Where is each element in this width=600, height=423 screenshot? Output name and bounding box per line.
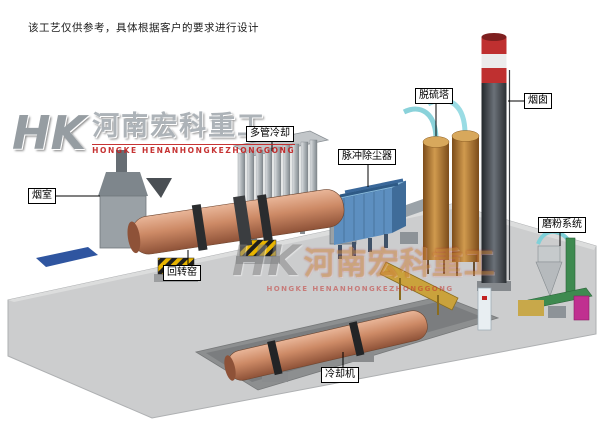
label-multi-tube-cooler: 多管冷却: [246, 126, 294, 142]
cooling-machine-shape: [224, 310, 428, 381]
label-cooling-machine: 冷却机: [321, 367, 359, 383]
disclaimer-text: 该工艺仅供参考，具体根据客户的要求进行设计: [28, 22, 259, 34]
cooling-machine-piers: [262, 352, 374, 382]
label-smoke-chamber: 烟室: [28, 188, 56, 204]
elevator-column-shape: [477, 287, 492, 331]
company-name-en: HONGKE HENANHONGKEZHONGGONG: [92, 143, 296, 155]
logo-hk-icon: HK: [12, 106, 87, 160]
label-grinding-system: 磨粉系统: [538, 217, 586, 233]
rotary-kiln-shape: [127, 189, 345, 255]
label-pulse-dust-collector: 脉冲除尘器: [338, 149, 396, 165]
label-chimney: 烟囱: [524, 93, 552, 109]
pulse-dust-collector-shape: [333, 178, 426, 259]
leader-lines: [56, 100, 561, 367]
company-logo: HK 河南宏科重工 HONGKE HENANHONGKEZHONGGONG: [12, 106, 296, 160]
label-desulfurization-tower: 脱硫塔: [415, 88, 453, 104]
conveyor-shape: [379, 261, 459, 315]
desulfurization-towers-shape: [402, 97, 480, 276]
label-rotary-kiln: 回转窑: [163, 265, 201, 281]
grinding-system-shape: [518, 229, 593, 321]
chimney-shape: [477, 33, 511, 291]
ground-panel: [36, 247, 98, 267]
smoke-chamber-shape: [98, 150, 172, 249]
platform-base: [7, 203, 597, 419]
company-name-cn: 河南宏科重工: [92, 111, 267, 142]
